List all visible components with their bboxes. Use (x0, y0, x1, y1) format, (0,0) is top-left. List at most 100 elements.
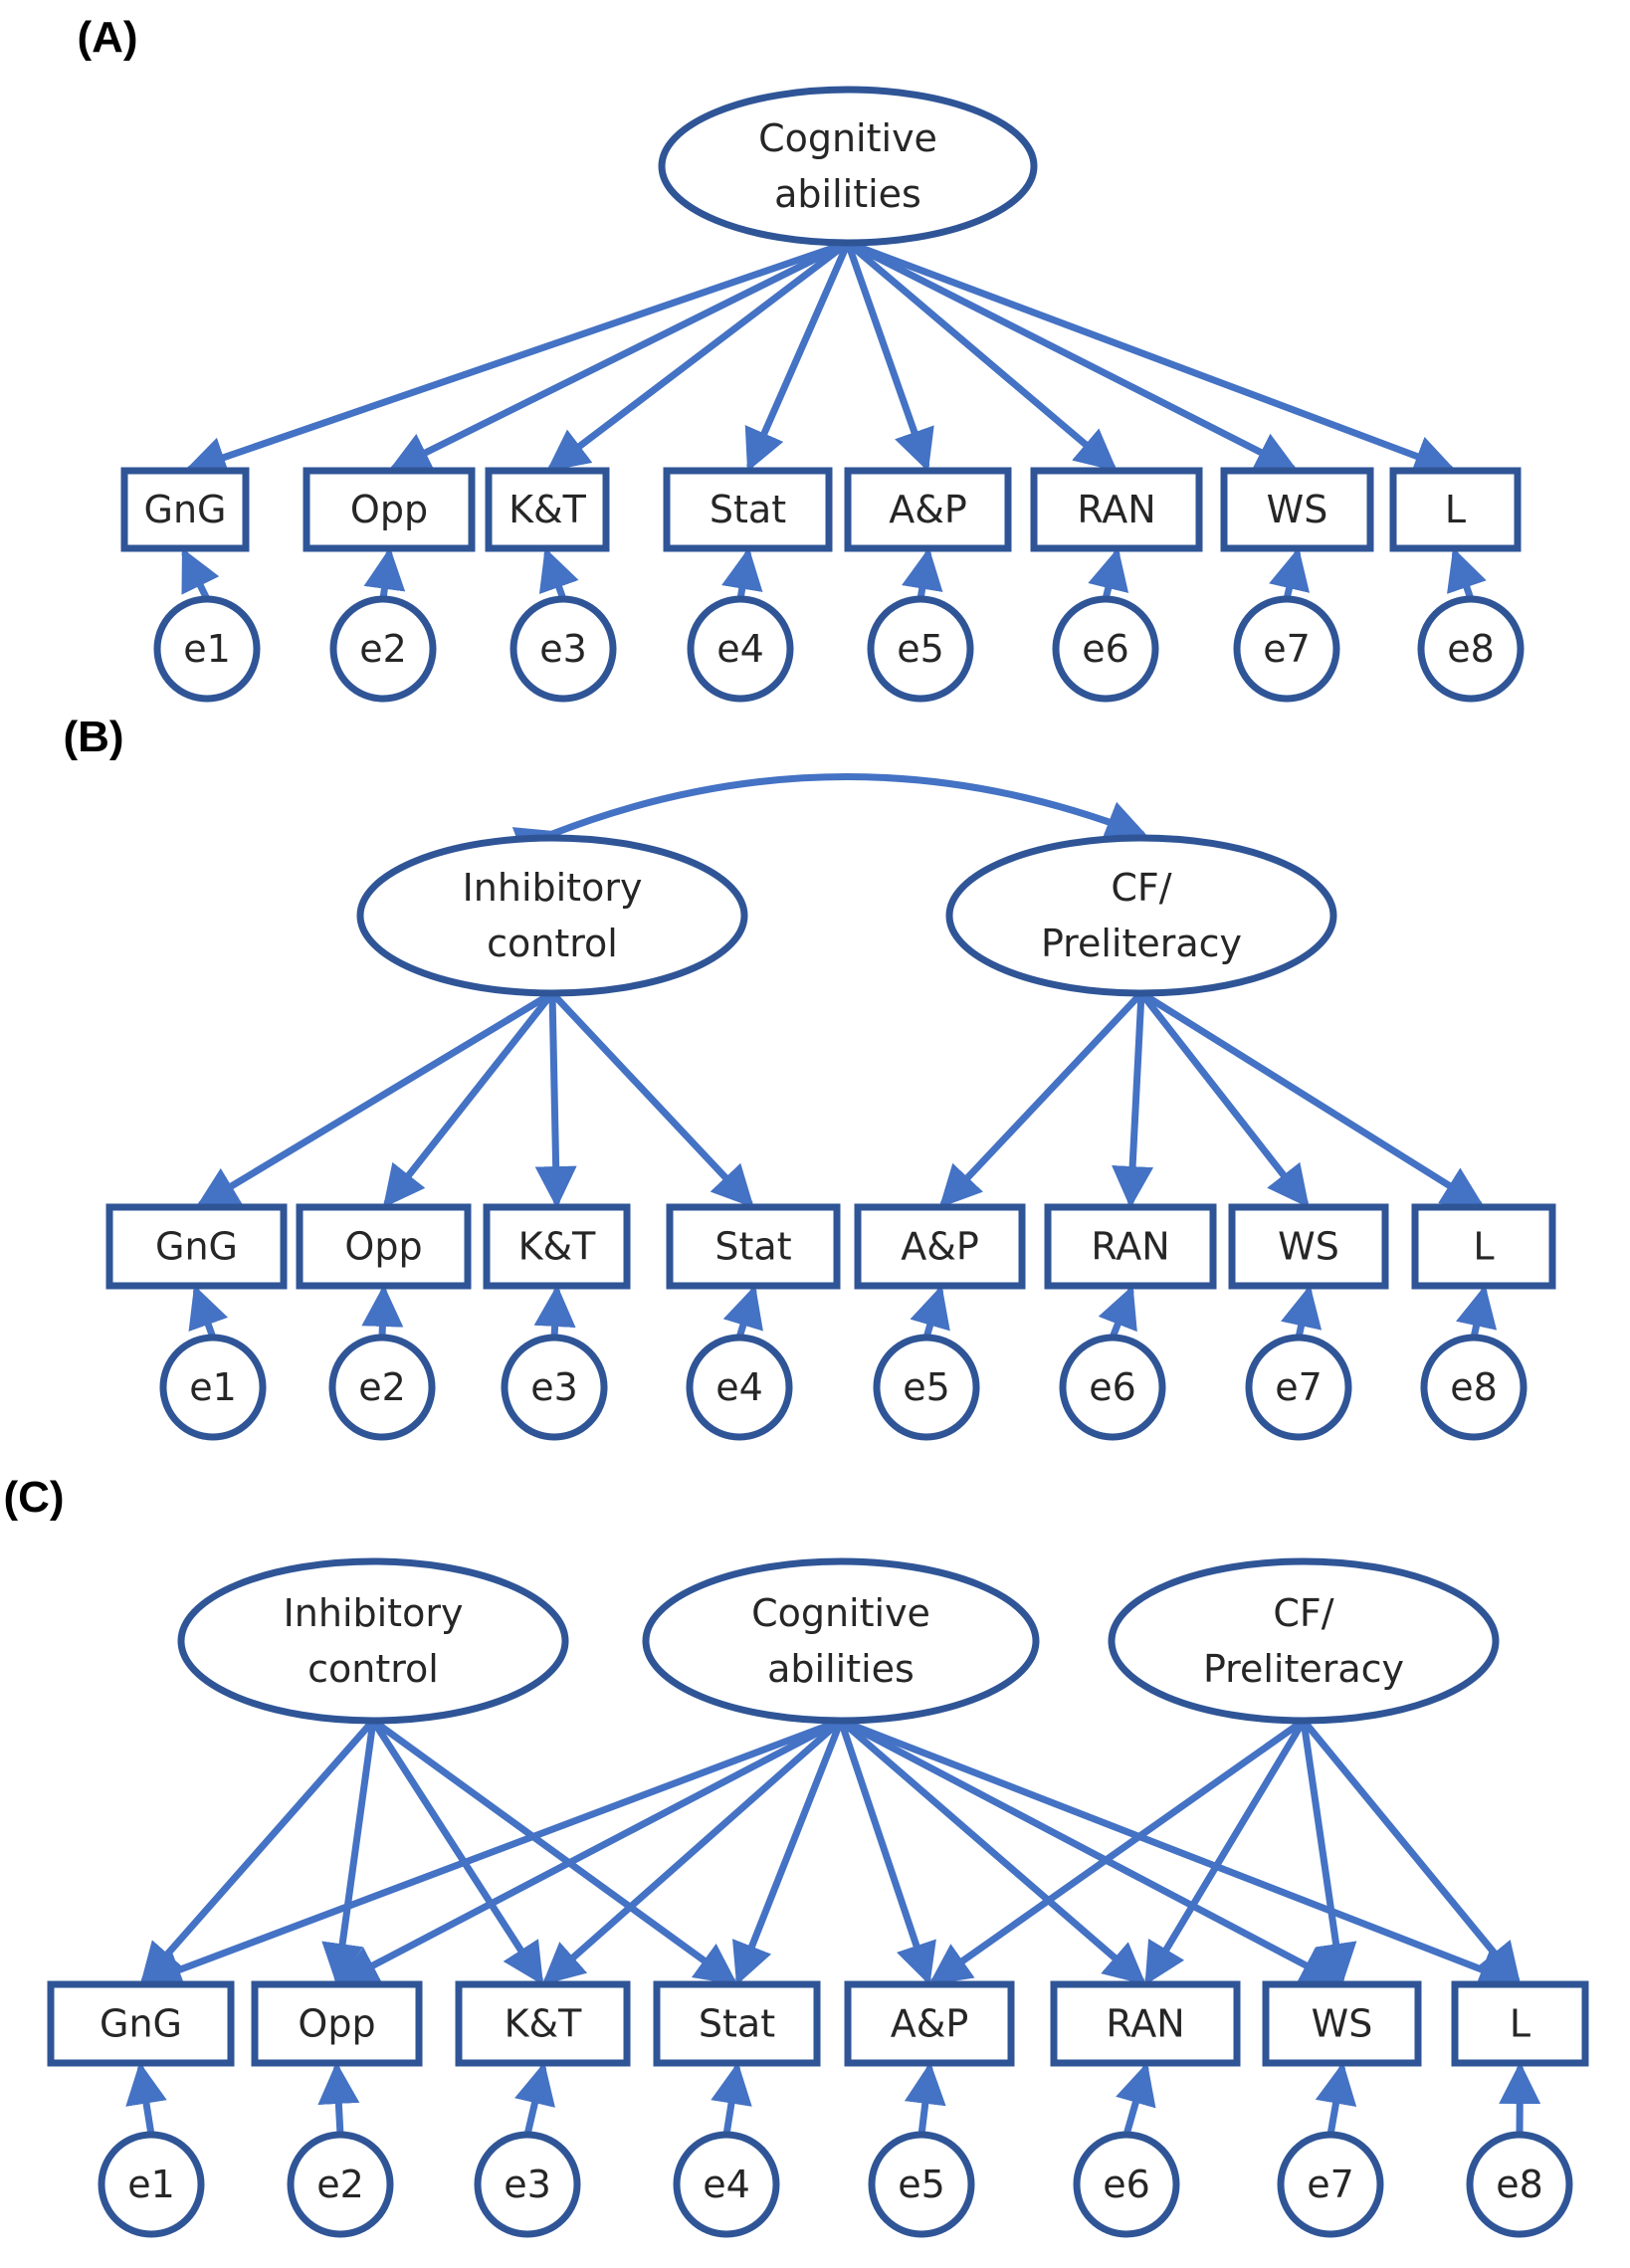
panel-b-latent-inh (356, 834, 748, 997)
panel-b-latent-cfp-line-2: Preliteracy (1041, 922, 1242, 965)
panel-c-indicator-ws (1262, 1980, 1422, 2067)
panel-c-loading-cfp-to-ran (1144, 1717, 1308, 1985)
panel-c-loading-cfp-to-ws (1300, 1717, 1357, 1985)
panel-b-error-e1 (159, 1334, 267, 1441)
panel-b-error-e2 (328, 1334, 436, 1441)
panel-a-indicator-opp (303, 467, 476, 552)
panel-a-error-e5 (867, 595, 974, 703)
panel-c-label: (C) (3, 1473, 64, 1522)
panel-b-indicator-kandt-label: K&T (518, 1225, 597, 1269)
panel-c-indicator-l-label: L (1510, 2002, 1530, 2046)
panel-c-loading-cfp-to-l (1300, 1717, 1522, 1985)
panel-b-error-arrow-e4 (722, 1285, 763, 1341)
panel-b-error-e7-label: e7 (1275, 1365, 1323, 1409)
panel-a-error-arrow-e6 (1088, 547, 1129, 603)
panel-c-latent-cog (642, 1557, 1040, 1725)
panel-c-error-e2 (287, 2131, 394, 2238)
panel-a-loading-cog-to-gng (184, 239, 852, 478)
panel-a-indicator-opp-label: Opp (350, 488, 428, 531)
panel-c-latent-cfp-line-2: Preliteracy (1203, 1647, 1404, 1691)
panel-b-error-e2-label: e2 (358, 1365, 406, 1409)
panel-c-loading-inh-to-opp (321, 1717, 377, 1985)
panel-a-indicator-ran-label: RAN (1077, 488, 1155, 531)
panel-c-loading-cog-to-ws (837, 1717, 1343, 1985)
panel-c-latent-inh-line-1: Inhibitory (284, 1591, 464, 1635)
panel-b-indicator-gng-label: GnG (155, 1225, 238, 1269)
panel-a-indicator-kandt (485, 467, 610, 552)
panel-b-error-arrow-e1 (188, 1285, 229, 1341)
panel-c-latent-cog-line-1: Cognitive (751, 1591, 930, 1635)
panel-c-error-e2-label: e2 (316, 2163, 364, 2206)
panel-b-error-e4-label: e4 (715, 1365, 763, 1409)
panel-c-indicator-gng (47, 1980, 235, 2067)
panel-b-latent-cfp-line-1: CF/ (1111, 866, 1171, 910)
panel-a-loading-cog-to-ran (844, 239, 1118, 472)
panel-a-error-e7-label: e7 (1263, 627, 1311, 671)
panel-c-loading-cog-to-stat (732, 1717, 845, 1985)
panel-b-indicator-stat-label: Stat (714, 1225, 791, 1269)
panel-c-error-e8-label: e8 (1496, 2163, 1543, 2206)
panel-c-indicator-gng-label: GnG (100, 2002, 182, 2046)
panel-b-indicator-stat (666, 1203, 841, 1290)
panel-a-indicator-l-label: L (1445, 488, 1466, 531)
panel-c-loading-cog-to-kandt (541, 1717, 845, 1985)
panel-c-indicator-kandt (455, 1980, 631, 2067)
panel-c-error-e5-label: e5 (898, 2163, 945, 2206)
panel-c-loading-inh-to-kandt (369, 1717, 544, 1985)
panel-a-error-arrow-e3 (538, 547, 579, 603)
panel-b-error-arrow-e5 (910, 1285, 950, 1341)
panel-b-latent-inh-line-2: control (487, 922, 618, 965)
panel-c-indicator-aandp-label: A&P (891, 2002, 969, 2046)
panel-c-loading-cog-to-gng (139, 1717, 845, 1990)
panel-a-indicator-ran (1030, 467, 1203, 552)
panel-b-error-e3 (501, 1334, 608, 1441)
panel-a-loading-cog-to-l (844, 239, 1457, 477)
panel-a-error-arrow-e4 (721, 547, 763, 603)
panel-b-indicator-ran-label: RAN (1091, 1225, 1169, 1269)
panel-c-indicator-stat-label: Stat (699, 2002, 775, 2046)
panel-a-error-arrow-e2 (363, 547, 406, 603)
panel-b-error-e8-label: e8 (1450, 1365, 1498, 1409)
panel-a-loading-cog-to-aandp (844, 239, 934, 472)
panel-b-error-e7 (1245, 1334, 1352, 1441)
panel-c-error-arrow-e4 (711, 2062, 752, 2139)
panel-c-indicator-ws-label: WS (1312, 2002, 1373, 2046)
panel-c-latent-inh-line-2: control (307, 1647, 439, 1691)
panel-b-indicator-opp (296, 1203, 472, 1290)
panel-c-error-e3 (474, 2131, 581, 2238)
panel-a-indicator-aandp-label: A&P (889, 488, 967, 531)
panel-c-error-e4 (673, 2131, 780, 2238)
panel-b-error-arrow-e8 (1456, 1285, 1498, 1341)
panel-a-error-e2 (329, 595, 437, 703)
panel-b-error-e5 (873, 1334, 980, 1441)
panel-b-loading-inh-to-gng (195, 989, 556, 1208)
panel-c-error-e8 (1466, 2131, 1573, 2238)
panel-b-indicator-opp-label: Opp (344, 1225, 422, 1269)
panel-b-indicator-gng (105, 1203, 288, 1290)
panel-c-error-arrow-e2 (317, 2062, 360, 2139)
panel-a-error-e7 (1233, 595, 1340, 703)
panel-c-error-arrow-e8 (1499, 2062, 1541, 2139)
panel-b-indicator-l-label: L (1473, 1225, 1494, 1269)
panel-c-latent-cog-line-2: abilities (767, 1647, 915, 1691)
panel-a-error-arrow-e7 (1269, 547, 1310, 603)
panel-c-loading-inh-to-gng (139, 1717, 377, 1985)
panel-a-latent-cog (658, 86, 1038, 247)
panel-a-error-e2-label: e2 (359, 627, 407, 671)
panel-a-indicator-gng-label: GnG (144, 488, 227, 531)
panel-a-label: (A) (77, 13, 137, 62)
panel-a-error-e8-label: e8 (1447, 627, 1495, 671)
panel-b-error-e5-label: e5 (903, 1365, 950, 1409)
panel-a-error-arrow-e8 (1447, 547, 1487, 603)
panel-b-indicator-ws (1228, 1203, 1389, 1290)
panel-a-loading-cog-to-ws (844, 239, 1299, 472)
panel-c-error-e4-label: e4 (703, 2163, 750, 2206)
panel-b-loading-inh-to-kandt (534, 989, 577, 1208)
panel-b-error-arrow-e3 (533, 1285, 576, 1341)
panel-a-latent-cog-line-1: Cognitive (758, 116, 937, 160)
panel-b-error-arrow-e7 (1281, 1285, 1323, 1341)
panel-c-error-e6 (1073, 2131, 1180, 2238)
panel-b-loading-inh-to-opp (382, 989, 556, 1208)
panel-a-indicator-stat (663, 467, 833, 552)
panel-c-error-e6-label: e6 (1103, 2163, 1150, 2206)
